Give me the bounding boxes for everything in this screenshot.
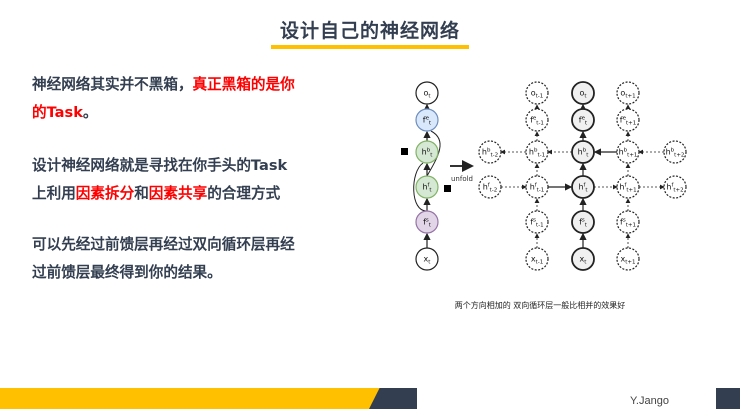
slide-title: 设计自己的神经网络 (279, 20, 460, 42)
node-label: hft (422, 183, 432, 194)
node-label: hbt-2 (482, 148, 498, 159)
node-label: hbt+1 (619, 148, 638, 159)
node-circle (616, 247, 640, 271)
text-highlight: 因素共享 (148, 185, 208, 202)
text-normal: 。 (82, 104, 98, 121)
paragraph-architecture: 可以先经过前馈层再经过双向循环层再经 过前馈层最终得到你的结果。 (32, 231, 332, 287)
node-circle (415, 81, 439, 105)
node-label: xt-1 (531, 255, 543, 266)
node-label: fet (579, 116, 588, 127)
node-label: ot (423, 89, 431, 100)
node-label: hft+2 (666, 183, 683, 194)
node-label: hft-2 (483, 183, 498, 194)
paragraph-black-box: 神经网络其实并不黑箱，真正黑箱的是你 的Task。 (32, 71, 332, 127)
node-circle (525, 108, 549, 132)
paragraph-design: 设计神经网络就是寻找在你手头的Task 上利用因素拆分和因素共享的合理方式 (32, 152, 332, 208)
node-circle (571, 210, 595, 234)
node-circle (415, 175, 439, 199)
skip-connection (413, 162, 428, 212)
text-normal: 和 (134, 185, 149, 202)
node-circle (478, 140, 502, 164)
node-label: hbt (578, 148, 590, 159)
node-circle (525, 81, 549, 105)
node-circle (478, 175, 502, 199)
node-label: fet (423, 116, 432, 127)
recurrent-delay-block (401, 148, 408, 155)
node-label: hft+1 (619, 183, 636, 194)
text-normal: 可以先经过前馈层再经过双向循环层再经 (32, 236, 295, 253)
node-circle (415, 210, 439, 234)
node-label: hft-1 (530, 183, 545, 194)
text-normal: 过前馈层最终得到你的结果。 (32, 264, 222, 281)
node-circle (525, 247, 549, 271)
node-label: ot+1 (620, 89, 635, 100)
node-label: xt+1 (621, 255, 636, 266)
node-circle (415, 247, 439, 271)
figure-caption: 两个方向相加的 双向循环层一般比相并的效果好 (454, 301, 626, 310)
node-label: fet-1 (530, 116, 544, 127)
text-normal: 设计神经网络就是寻找在你手头的Task (32, 157, 288, 174)
node-circle (616, 210, 640, 234)
text-normal: 神经网络其实并不黑箱， (32, 76, 193, 93)
node-label: ot (579, 89, 587, 100)
footer-accent-bar (0, 388, 380, 409)
author-name: Y.Jango (630, 395, 669, 407)
recurrent-delay-block (444, 185, 451, 192)
node-label: hbt-1 (529, 148, 545, 159)
footer-dark-block (369, 388, 417, 409)
node-label: fst+1 (620, 218, 636, 229)
title-underline (271, 45, 469, 49)
node-label: hft (578, 183, 588, 194)
node-label: xt (424, 255, 432, 266)
bidirectional-rnn-diagram: unfold ot fet hbt hft fst xt ot-1 fet-1 hbt-1 hft… (401, 81, 687, 271)
node-circle (415, 108, 439, 132)
node-circle (616, 81, 640, 105)
node-label: hbt+2 (666, 148, 685, 159)
text-highlight: 因素拆分 (75, 185, 135, 202)
node-label: fst (579, 218, 588, 229)
text-normal: 上利用 (32, 185, 76, 202)
footer-dark-corner (716, 388, 740, 409)
node-circle (415, 140, 439, 164)
node-label: xt (580, 255, 588, 266)
node-circle (663, 175, 687, 199)
skip-connection (426, 130, 441, 177)
node-circle (663, 140, 687, 164)
node-label: ot-1 (531, 89, 544, 100)
node-circle (571, 247, 595, 271)
unfold-label: unfold (451, 175, 473, 183)
node-label: fet+1 (620, 116, 636, 127)
text-highlight: 真正黑箱的是你 (192, 76, 295, 93)
node-circle (525, 210, 549, 234)
node-circle (571, 108, 595, 132)
node-circle (616, 108, 640, 132)
node-label: hbt (422, 148, 434, 159)
text-highlight: 的Task (32, 104, 83, 121)
text-normal: 的合理方式 (207, 185, 281, 202)
node-label: fst-1 (530, 218, 543, 229)
node-label: fst (423, 218, 432, 229)
node-circle (571, 81, 595, 105)
